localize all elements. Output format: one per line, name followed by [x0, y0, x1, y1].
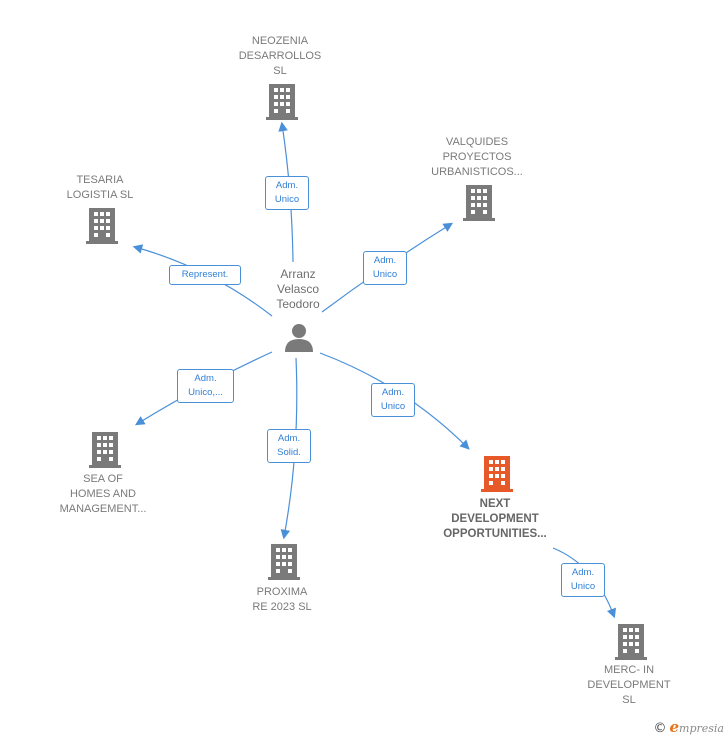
- company-label-next[interactable]: NEXT DEVELOPMENT OPPORTUNITIES...: [443, 498, 547, 540]
- company-label-valquides[interactable]: VALQUIDES PROYECTOS URBANISTICOS...: [431, 136, 523, 178]
- company-label-seaofhomes[interactable]: SEA OF HOMES AND MANAGEMENT...: [59, 473, 147, 515]
- edge-label-next: Adm. Unico: [371, 383, 415, 417]
- edge-label-tesaria: Represent.: [169, 265, 241, 285]
- building-icon[interactable]: [268, 544, 300, 580]
- person-icon[interactable]: [284, 322, 314, 352]
- person-name[interactable]: Arranz Velasco Teodoro: [276, 267, 320, 311]
- building-icon[interactable]: [463, 185, 495, 221]
- brand-initial: e: [669, 718, 680, 736]
- brand-name: mpresia: [679, 722, 724, 735]
- brand-footer: ©empresia: [653, 718, 724, 736]
- edge-label-merc: Adm. Unico: [561, 563, 605, 597]
- edge-label-proxima: Adm. Solid.: [267, 429, 311, 463]
- edge-label-seaofhomes: Adm. Unico,...: [177, 369, 234, 403]
- building-icon[interactable]: [86, 208, 118, 244]
- copyright-icon: ©: [653, 721, 667, 736]
- edge-label-valquides: Adm. Unico: [363, 251, 407, 285]
- building-icon[interactable]: [266, 84, 298, 120]
- building-icon[interactable]: [615, 624, 647, 660]
- building-icon[interactable]: [89, 432, 121, 468]
- edge-label-neozenia: Adm. Unico: [265, 176, 309, 210]
- company-label-tesaria[interactable]: TESARIA LOGISTIA SL: [66, 174, 134, 201]
- company-label-merc[interactable]: MERC- IN DEVELOPMENT SL: [587, 664, 671, 706]
- company-label-proxima[interactable]: PROXIMA RE 2023 SL: [252, 586, 312, 613]
- company-label-neozenia[interactable]: NEOZENIA DESARROLLOS SL: [238, 35, 322, 77]
- building-icon-highlight[interactable]: [481, 456, 513, 492]
